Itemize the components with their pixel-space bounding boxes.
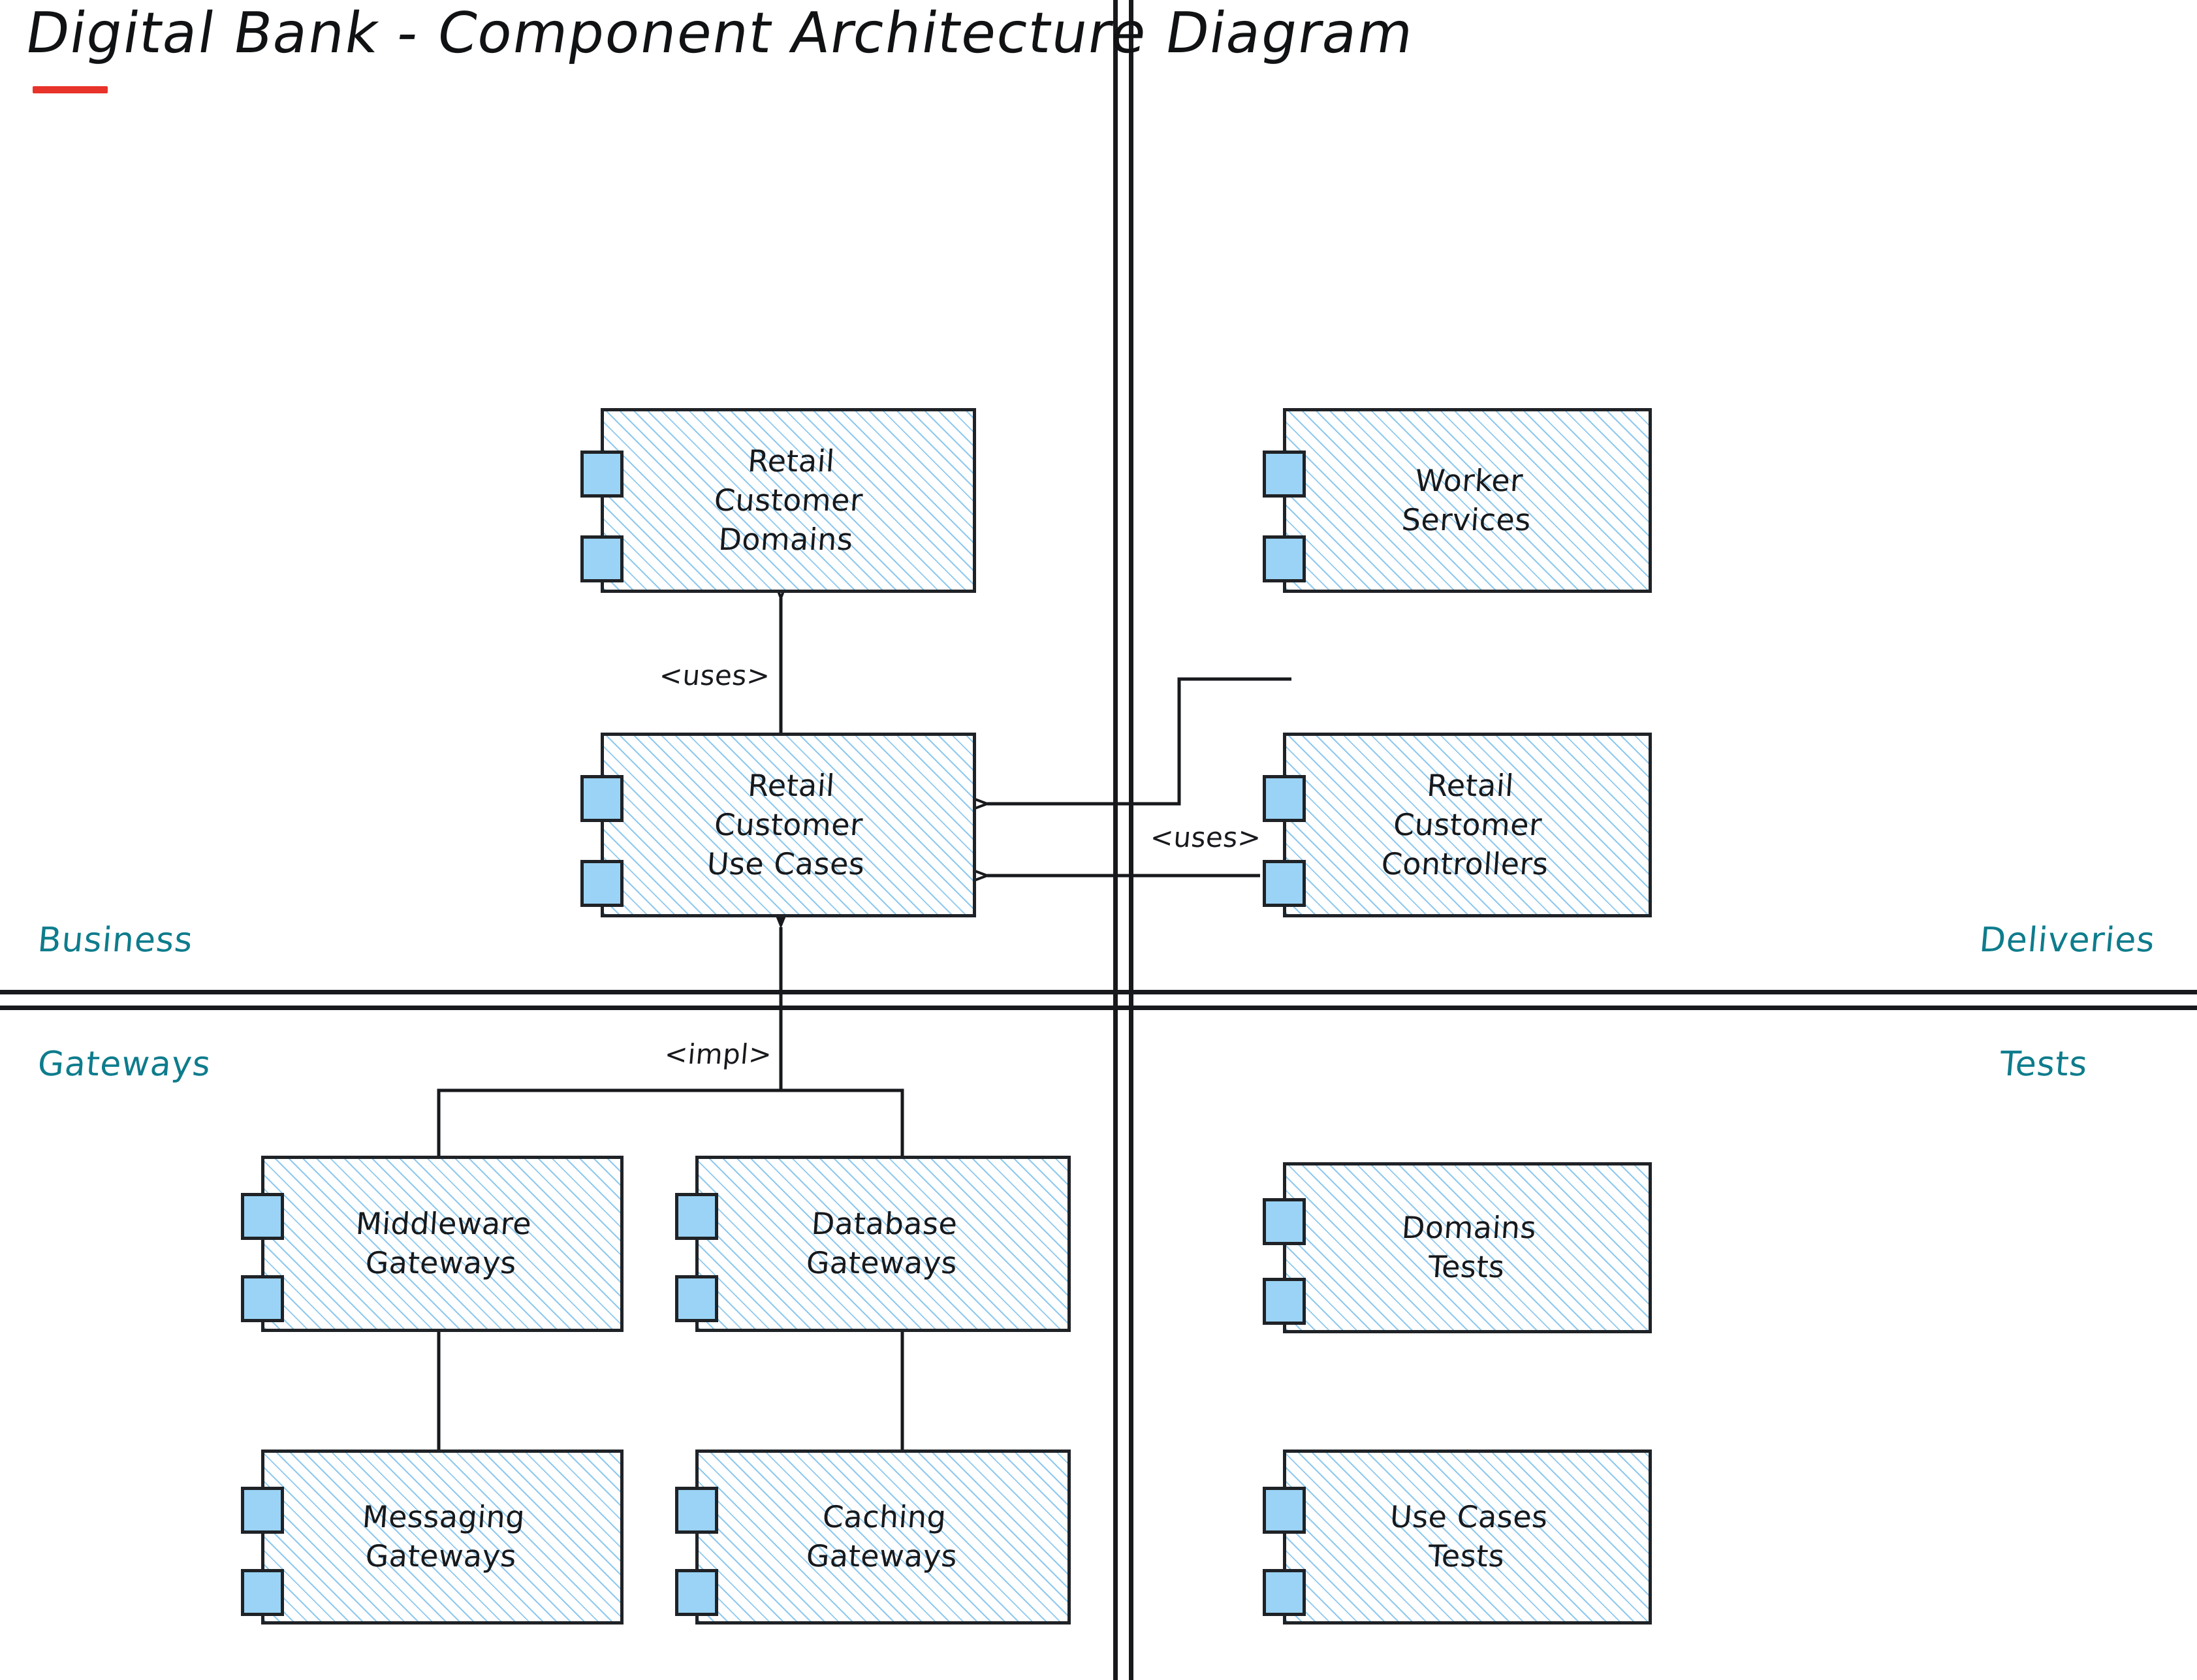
port-required[interactable] bbox=[241, 1275, 284, 1322]
port-provided[interactable] bbox=[241, 1193, 284, 1240]
component-middleware-gateways[interactable]: Middleware Gateways bbox=[241, 1156, 624, 1332]
component-label: Retail Customer Use Cases bbox=[705, 767, 866, 881]
port-stem bbox=[262, 1218, 264, 1300]
port-required[interactable] bbox=[1263, 1278, 1306, 1325]
diagram-title-text: Digital Bank - Component Architecture Di… bbox=[21, 1, 1419, 66]
edge-label-uses-domains: <uses> bbox=[657, 659, 772, 691]
horizontal-divider-line-top bbox=[0, 990, 2197, 994]
port-stem bbox=[1284, 474, 1286, 558]
port-stem bbox=[601, 799, 604, 882]
component-label: Caching Gateways bbox=[804, 1499, 958, 1574]
quadrant-label-tests: Tests bbox=[1997, 1045, 2089, 1084]
edge-label-uses-controllers: <uses> bbox=[1148, 821, 1263, 853]
page-title: Digital Bank - Component Architecture Di… bbox=[21, 1, 1419, 66]
quadrant-label-business: Business bbox=[36, 921, 195, 960]
port-required[interactable] bbox=[241, 1569, 284, 1616]
quadrant-label-gateways: Gateways bbox=[36, 1045, 213, 1084]
vertical-divider-line-left bbox=[1113, 0, 1118, 1680]
port-provided[interactable] bbox=[1263, 1198, 1306, 1245]
port-stem bbox=[601, 474, 604, 558]
vertical-divider-line-right bbox=[1129, 0, 1133, 1680]
port-provided[interactable] bbox=[241, 1487, 284, 1534]
component-database-gateways[interactable]: Database Gateways bbox=[675, 1156, 1071, 1332]
component-use-cases-tests[interactable]: Use Cases Tests bbox=[1263, 1450, 1652, 1625]
port-stem bbox=[1284, 799, 1286, 882]
port-stem bbox=[696, 1218, 699, 1300]
port-stem bbox=[696, 1512, 699, 1594]
component-label: Worker Services bbox=[1400, 462, 1532, 537]
component-label: Retail Customer Domains bbox=[712, 443, 864, 557]
component-label: Domains Tests bbox=[1400, 1210, 1538, 1284]
component-label: Database Gateways bbox=[804, 1206, 959, 1280]
port-required[interactable] bbox=[1263, 535, 1306, 582]
component-retail-customer-controllers[interactable]: Retail Customer Controllers bbox=[1263, 733, 1652, 917]
component-label: Middleware Gateways bbox=[355, 1206, 533, 1280]
port-stem bbox=[262, 1512, 264, 1594]
component-retail-customer-domains[interactable]: Retail Customer Domains bbox=[580, 408, 976, 593]
port-required[interactable] bbox=[675, 1275, 718, 1322]
title-underline-accent bbox=[33, 86, 108, 93]
port-required[interactable] bbox=[1263, 1569, 1306, 1616]
component-caching-gateways[interactable]: Caching Gateways bbox=[675, 1450, 1071, 1625]
port-provided[interactable] bbox=[580, 451, 624, 498]
edge-label-impl-gateways: <impl> bbox=[663, 1038, 774, 1070]
component-label: Use Cases Tests bbox=[1388, 1499, 1549, 1574]
port-provided[interactable] bbox=[675, 1487, 718, 1534]
port-required[interactable] bbox=[580, 535, 624, 582]
component-label: Retail Customer Controllers bbox=[1380, 767, 1550, 881]
port-provided[interactable] bbox=[580, 775, 624, 822]
component-messaging-gateways[interactable]: Messaging Gateways bbox=[241, 1450, 624, 1625]
component-retail-customer-use-cases[interactable]: Retail Customer Use Cases bbox=[580, 733, 976, 917]
relation-worker-services-to-use-cases bbox=[987, 677, 1285, 804]
port-required[interactable] bbox=[675, 1569, 718, 1616]
port-stem bbox=[1284, 1223, 1286, 1303]
horizontal-divider-line-bottom bbox=[0, 1006, 2197, 1010]
port-stem bbox=[1284, 1512, 1286, 1594]
port-provided[interactable] bbox=[1263, 1487, 1306, 1534]
port-provided[interactable] bbox=[1263, 451, 1306, 498]
component-worker-services[interactable]: Worker Services bbox=[1263, 408, 1652, 593]
component-domains-tests[interactable]: Domains Tests bbox=[1263, 1162, 1652, 1333]
port-provided[interactable] bbox=[1263, 775, 1306, 822]
port-required[interactable] bbox=[580, 860, 624, 907]
port-required[interactable] bbox=[1263, 860, 1306, 907]
component-label: Messaging Gateways bbox=[361, 1499, 527, 1574]
quadrant-label-deliveries: Deliveries bbox=[1978, 921, 2157, 960]
port-provided[interactable] bbox=[675, 1193, 718, 1240]
